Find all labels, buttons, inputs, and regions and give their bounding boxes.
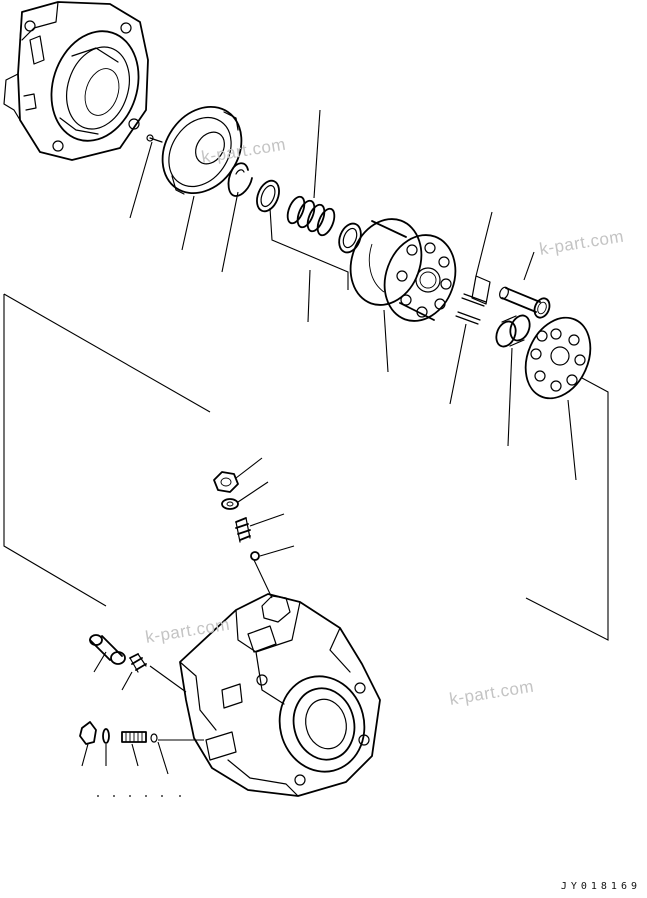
pin — [146, 134, 163, 143]
pump-housing — [179, 593, 381, 797]
o-ring — [256, 179, 280, 213]
ring-small — [102, 728, 110, 744]
end-cover-housing — [3, 1, 149, 161]
snap-ring — [227, 162, 253, 197]
cylinder-block — [349, 218, 457, 322]
adjusting-screw — [121, 731, 158, 743]
nut-small — [79, 721, 97, 745]
guide-pins — [455, 293, 487, 325]
plug-nut — [213, 471, 239, 493]
spring-small — [129, 653, 147, 673]
spacer-ring — [338, 222, 362, 254]
dot-row — [97, 795, 181, 797]
cylinder-spring — [286, 195, 336, 237]
callout-lines — [3, 109, 609, 775]
bushing — [495, 314, 531, 348]
spring-seat — [471, 275, 491, 305]
retainer-plate — [524, 316, 592, 400]
sleeve — [89, 634, 126, 665]
washer — [221, 498, 239, 510]
drawing-code: JY018169 — [560, 881, 641, 892]
ball — [250, 551, 260, 561]
valve-spring — [235, 517, 251, 543]
center-shaft — [499, 286, 551, 319]
